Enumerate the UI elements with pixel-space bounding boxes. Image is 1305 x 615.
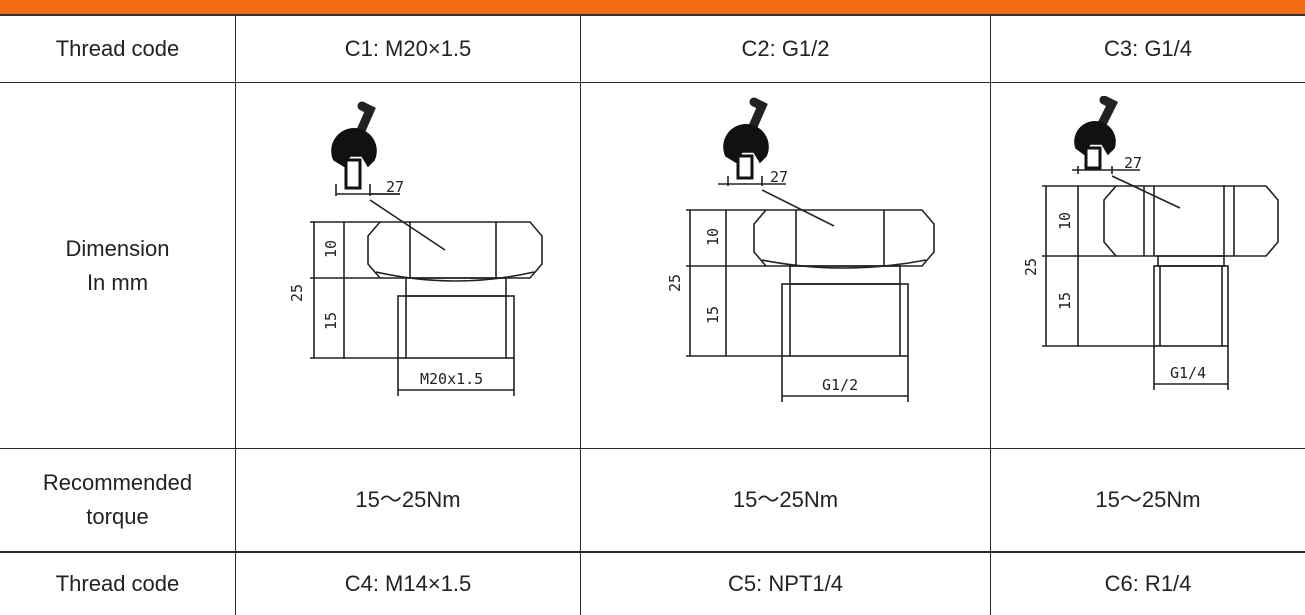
thread-code-c4: C4: M14×1.5 bbox=[236, 553, 580, 615]
height-thread-text: 15 bbox=[322, 312, 340, 330]
height-total-text: 25 bbox=[1022, 258, 1040, 276]
accent-bar bbox=[0, 0, 1305, 14]
cell-text: C1: M20×1.5 bbox=[344, 36, 472, 61]
row-label-dimension: Dimension In mm bbox=[0, 83, 235, 448]
row-divider bbox=[0, 448, 1305, 449]
thread-code-c3: C3: G1/4 bbox=[991, 16, 1305, 82]
height-total-text: 25 bbox=[666, 274, 684, 292]
thread-label-text: M20x1.5 bbox=[420, 370, 483, 388]
cell-text: 15～25Nm bbox=[355, 487, 461, 512]
fitting-drawing: 27 25 10 15 G1/4 bbox=[1022, 96, 1279, 390]
torque-c3: 15～25Nm bbox=[991, 449, 1305, 551]
height-hex-text: 10 bbox=[704, 228, 722, 246]
cell-text: C6: R1/4 bbox=[1104, 571, 1192, 596]
label-text: Thread code bbox=[55, 571, 180, 596]
height-hex-text: 10 bbox=[1056, 212, 1074, 230]
thread-code-c2: C2: G1/2 bbox=[581, 16, 990, 82]
wrench-icon bbox=[331, 101, 377, 196]
column-divider bbox=[235, 16, 236, 615]
thread-code-c5: C5: NPT1/4 bbox=[581, 553, 990, 615]
cell-text: C2: G1/2 bbox=[741, 36, 830, 61]
cell-text: C5: NPT1/4 bbox=[728, 571, 843, 596]
cell-text: C4: M14×1.5 bbox=[344, 571, 472, 596]
cell-text: C3: G1/4 bbox=[1103, 36, 1193, 61]
dimension-drawing-c2: 27 25 10 15 G1/2 bbox=[662, 96, 952, 406]
wrench-icon bbox=[1074, 96, 1119, 174]
column-divider bbox=[990, 16, 991, 615]
label-text: Thread code bbox=[55, 36, 180, 61]
wrench-size-text: 27 bbox=[770, 168, 788, 186]
row-label-thread-code: Thread code bbox=[0, 16, 235, 82]
label-line: Dimension bbox=[65, 235, 170, 261]
row-label-thread-code-2: Thread code bbox=[0, 553, 235, 615]
thread-code-c1: C1: M20×1.5 bbox=[236, 16, 580, 82]
height-thread-text: 15 bbox=[1056, 292, 1074, 310]
thread-code-c6: C6: R1/4 bbox=[991, 553, 1305, 615]
torque-c2: 15～25Nm bbox=[581, 449, 990, 551]
height-total-text: 25 bbox=[288, 284, 306, 302]
row-label-recommended-torque: Recommended torque bbox=[0, 449, 235, 551]
label-line: In mm bbox=[86, 269, 149, 295]
height-thread-text: 15 bbox=[704, 306, 722, 324]
wrench-size-text: 27 bbox=[1124, 154, 1142, 172]
wrench-icon bbox=[723, 97, 769, 186]
label-line: Recommended bbox=[42, 470, 193, 495]
wrench-size-text: 27 bbox=[386, 178, 404, 196]
thread-label-text: G1/2 bbox=[822, 376, 858, 394]
torque-c1: 15～25Nm bbox=[236, 449, 580, 551]
column-divider bbox=[580, 16, 581, 615]
dimension-drawing-c3: 27 25 10 15 G1/4 bbox=[1020, 96, 1290, 396]
fitting-drawing: 27 25 10 15 M20x1.5 bbox=[288, 101, 543, 396]
spec-table: Thread code C1: M20×1.5 C2: G1/2 C3: G1/… bbox=[0, 16, 1305, 615]
accent-bar-rule bbox=[0, 14, 1305, 16]
row-divider bbox=[0, 82, 1305, 83]
cell-text: 15～25Nm bbox=[732, 487, 839, 512]
dimension-drawing-c1: 27 25 10 15 M20x1.5 bbox=[270, 100, 560, 400]
label-line: torque bbox=[86, 504, 149, 529]
cell-text: 15～25Nm bbox=[1095, 487, 1201, 512]
row-divider bbox=[0, 551, 1305, 553]
thread-label-text: G1/4 bbox=[1170, 364, 1206, 382]
height-hex-text: 10 bbox=[322, 240, 340, 258]
fitting-drawing: 27 25 10 15 G1/2 bbox=[666, 97, 935, 402]
